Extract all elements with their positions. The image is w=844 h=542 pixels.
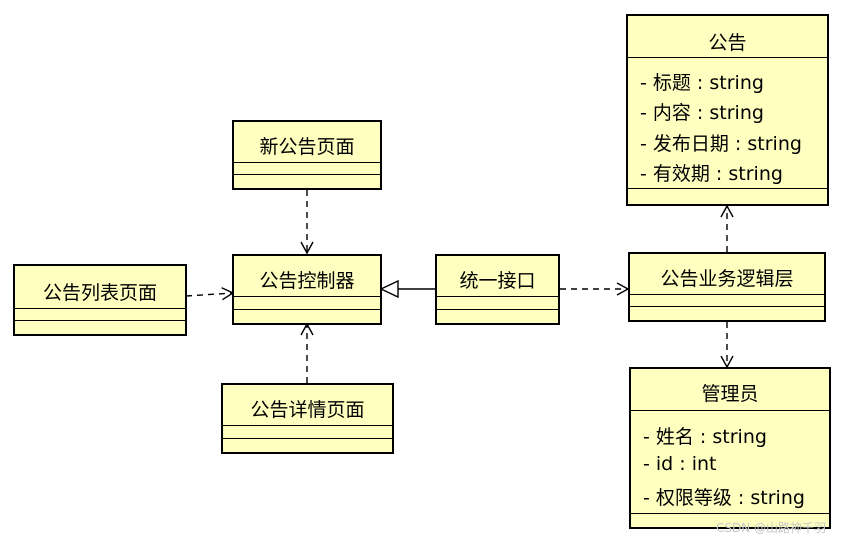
class-notice-detail-page: 公告详情页面 <box>221 383 394 454</box>
class-name: 公告控制器 <box>259 270 355 292</box>
divider <box>223 425 392 426</box>
dependency-list-to-controller <box>185 287 235 301</box>
class-name: 公告业务逻辑层 <box>660 268 794 290</box>
class-administrator: 管理员 - 姓名 : string - id : int - 权限等级 : st… <box>629 367 831 529</box>
realization-arrowhead <box>379 279 399 299</box>
attribute: - 姓名 : string <box>643 426 767 448</box>
divider <box>437 309 558 310</box>
divider <box>437 296 558 297</box>
class-name: 统一接口 <box>459 270 536 292</box>
class-name: 管理员 <box>701 383 759 405</box>
class-name: 公告 <box>708 32 747 54</box>
divider <box>630 294 824 295</box>
class-notice: 公告 - 标题 : string - 内容 : string - 发布日期 : … <box>626 14 829 206</box>
class-name: 公告详情页面 <box>250 399 365 421</box>
divider <box>15 320 185 321</box>
divider <box>234 174 380 175</box>
class-new-notice-page: 新公告页面 <box>232 120 382 190</box>
attribute: - 内容 : string <box>640 102 764 124</box>
divider <box>15 308 185 309</box>
class-notice-list-page: 公告列表页面 <box>13 264 187 336</box>
attribute: - 有效期 : string <box>640 163 783 185</box>
class-unified-interface: 统一接口 <box>435 254 560 325</box>
class-name: 新公告页面 <box>259 136 355 158</box>
divider <box>234 162 380 163</box>
attribute: - 权限等级 : string <box>643 487 805 509</box>
divider <box>234 309 380 310</box>
divider <box>631 410 829 411</box>
divider <box>628 188 827 189</box>
divider <box>234 296 380 297</box>
divider <box>630 306 824 307</box>
class-name: 公告列表页面 <box>42 282 157 304</box>
attribute: - id : int <box>643 453 717 475</box>
attribute: - 发布日期 : string <box>640 133 802 155</box>
watermark: CSDN @山路神千羽 <box>715 521 826 535</box>
class-notice-business-logic-layer: 公告业务逻辑层 <box>628 252 826 322</box>
divider <box>628 57 827 58</box>
divider <box>223 438 392 439</box>
divider <box>631 513 829 514</box>
class-notice-controller: 公告控制器 <box>232 254 382 325</box>
attribute: - 标题 : string <box>640 72 764 94</box>
